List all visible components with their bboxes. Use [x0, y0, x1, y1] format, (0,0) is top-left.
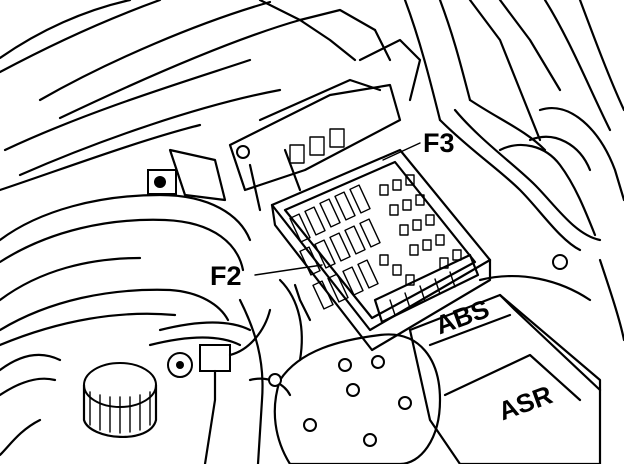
cover-panel	[273, 333, 442, 464]
right-wiring	[403, 0, 624, 342]
label-f3: F3	[423, 128, 455, 158]
wheel-arch	[0, 148, 252, 347]
hood-edge-lines	[0, 0, 377, 192]
relay-module	[228, 28, 422, 212]
fuse-slots-left	[289, 184, 381, 310]
sensor-plug	[167, 278, 312, 464]
reservoir-cap	[0, 321, 252, 457]
label-f2: F2	[210, 261, 242, 291]
callout-leaders	[254, 142, 421, 276]
fuse-box	[270, 148, 492, 352]
abs-asr-module	[408, 293, 602, 464]
